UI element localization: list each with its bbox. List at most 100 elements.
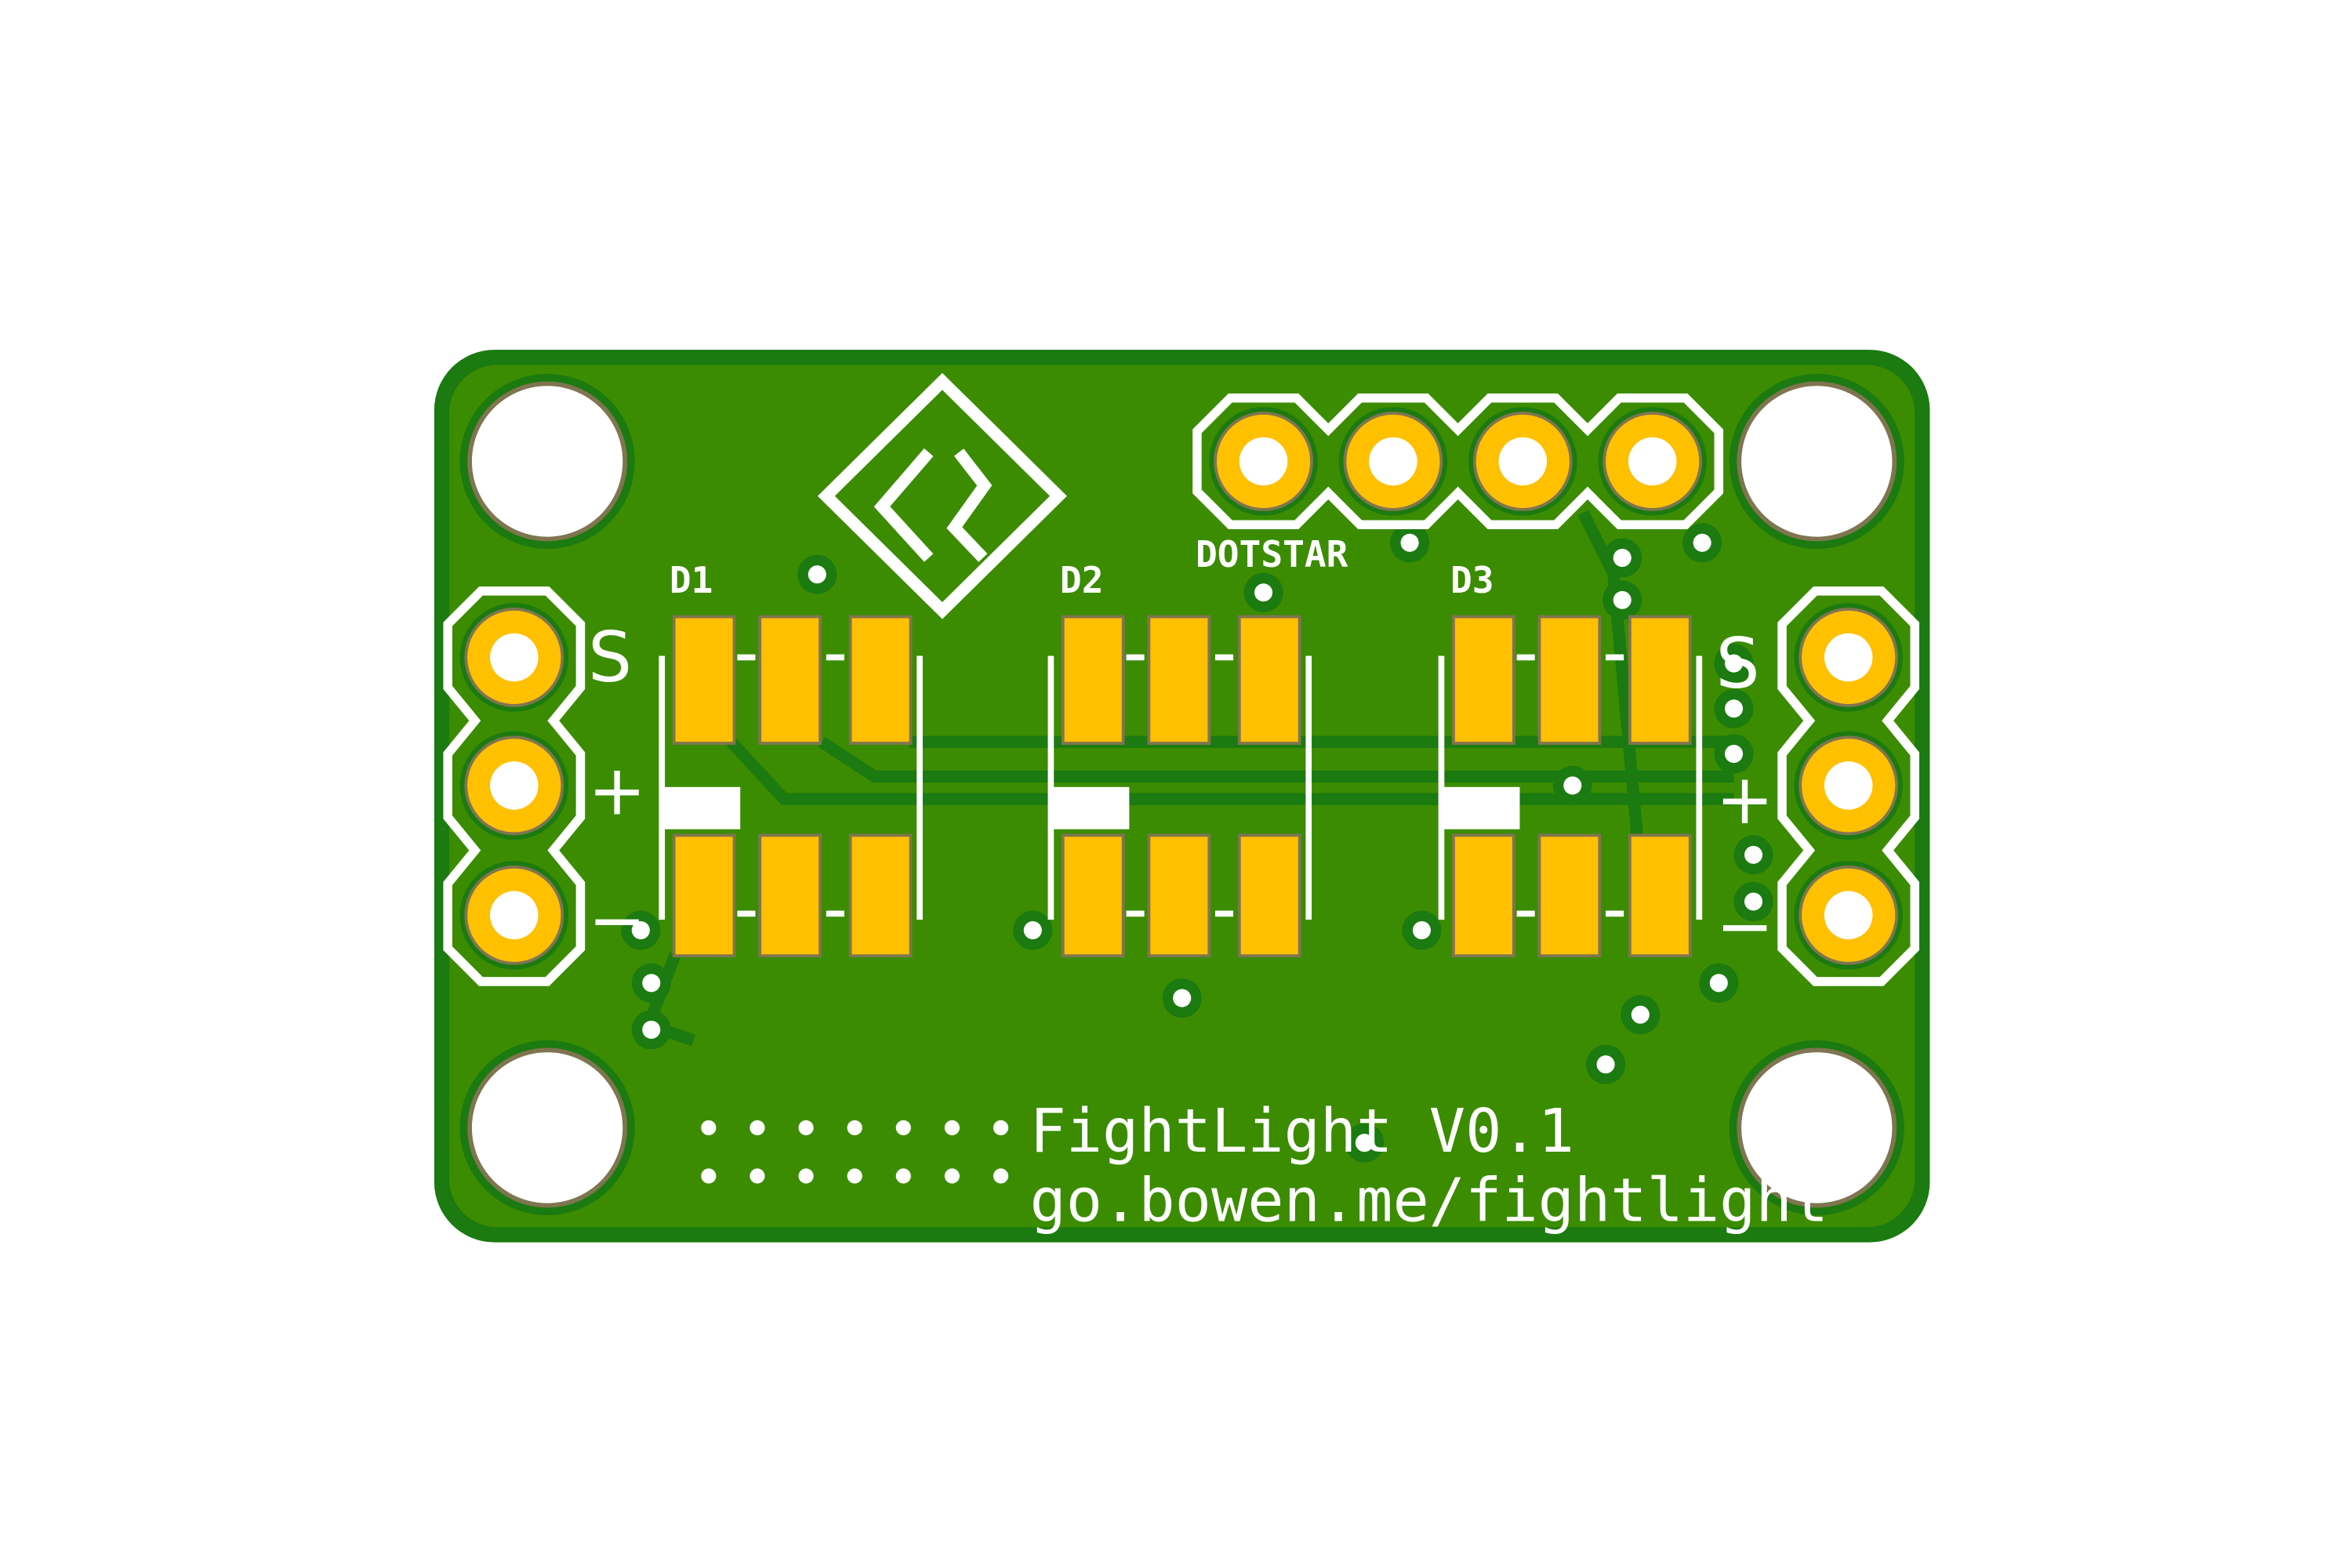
via [631,921,650,940]
left-label-signal: S [588,617,632,698]
silk-dot [847,1168,862,1184]
polarity-marker [662,786,741,829]
pad-drill [490,891,539,940]
via [1173,989,1192,1007]
led-footprint-d2 [1047,615,1312,958]
dotstar-silk-outline [1192,393,1724,529]
pad-drill [1498,437,1548,486]
header-silk-outline [1777,586,1920,986]
smd-pad [675,618,733,742]
silk-dot [750,1168,765,1184]
mounting-hole [1741,1052,1893,1203]
led-footprint-d3 [1438,615,1703,958]
led-footprint-d1 [659,615,923,958]
pad-drill [1628,437,1677,486]
silk-dash [1516,910,1535,917]
via [1693,533,1711,552]
silk-line-right [1305,655,1312,920]
via [1631,1005,1650,1024]
led-ref-d3: D3 [1450,559,1494,601]
vias [621,523,1773,1163]
polarity-marker [1051,786,1130,829]
via [1355,1134,1374,1152]
via [1596,1055,1615,1074]
smd-pad [851,618,909,742]
silk-dot [993,1120,1009,1136]
led-ref-d1: D1 [670,559,713,601]
pad-drill [490,761,539,810]
silk-dash [1606,910,1624,917]
board-url: go.bowen.me/fightlight [1029,1167,1828,1236]
silk-dot [847,1120,862,1136]
silk-dot [750,1120,765,1136]
via [1412,921,1431,940]
via [1725,699,1744,718]
via [1744,845,1763,864]
silk-dash [826,654,844,661]
header-silk-outline [443,586,586,986]
via [1400,533,1419,552]
smd-pad [1150,837,1208,955]
right-label-signal: S [1715,623,1759,704]
silk-dash [1215,910,1234,917]
smd-pad [851,837,909,955]
logo-icon [817,372,1067,619]
silk-dot [701,1120,717,1136]
via [1023,921,1042,940]
silk-dash [1606,654,1624,661]
silk-dot [798,1120,814,1136]
silk-dash [1516,654,1535,661]
silk-dash [737,654,756,661]
smd-pad [1631,618,1689,742]
pad-drill [1824,761,1873,810]
via [1563,776,1582,795]
left-label-minus: − [588,880,646,960]
smd-pad [1631,837,1689,955]
pad-drill [1239,437,1288,486]
via [1254,583,1273,602]
mounting-holes [459,373,1904,1215]
silk-line-right [1696,655,1703,920]
pad-drill [490,633,539,682]
smd-pad [675,837,733,955]
smd-pad [1064,837,1122,955]
leds [659,615,1703,958]
silk-line-right [916,655,923,920]
silk-dash [1126,910,1145,917]
smd-pad [1541,618,1599,742]
polarity-marker [1441,786,1520,829]
mounting-hole [471,386,623,537]
via [1613,549,1632,568]
smd-pad [1541,837,1599,955]
smd-pad [1240,837,1298,955]
via [642,1020,661,1039]
smd-pad [761,618,819,742]
headers [443,393,1920,986]
silk-line-left [1047,655,1054,920]
smd-pad [1150,618,1208,742]
smd-pad [761,837,819,955]
via [808,565,826,584]
via [1725,745,1744,764]
via [1709,974,1728,993]
board-title: FightLight V0.1 [1029,1097,1574,1167]
led-ref-d2: D2 [1060,559,1104,601]
silk-dash [1215,654,1234,661]
silk-dot [944,1168,960,1184]
smd-pad [1064,618,1122,742]
right-label-plus: + [1715,759,1773,840]
smd-pad [1454,618,1512,742]
via [1744,892,1763,911]
silk-dot [798,1168,814,1184]
silk-dot [895,1120,911,1136]
mounting-hole [471,1052,623,1203]
silk-dash [737,910,756,917]
via [1725,654,1744,673]
silk-dash [1126,654,1145,661]
smd-pad [1240,618,1298,742]
silk-dot [993,1168,1009,1184]
pad-drill [1824,633,1873,682]
pad-drill [1824,891,1873,940]
smd-pad [1454,837,1512,955]
